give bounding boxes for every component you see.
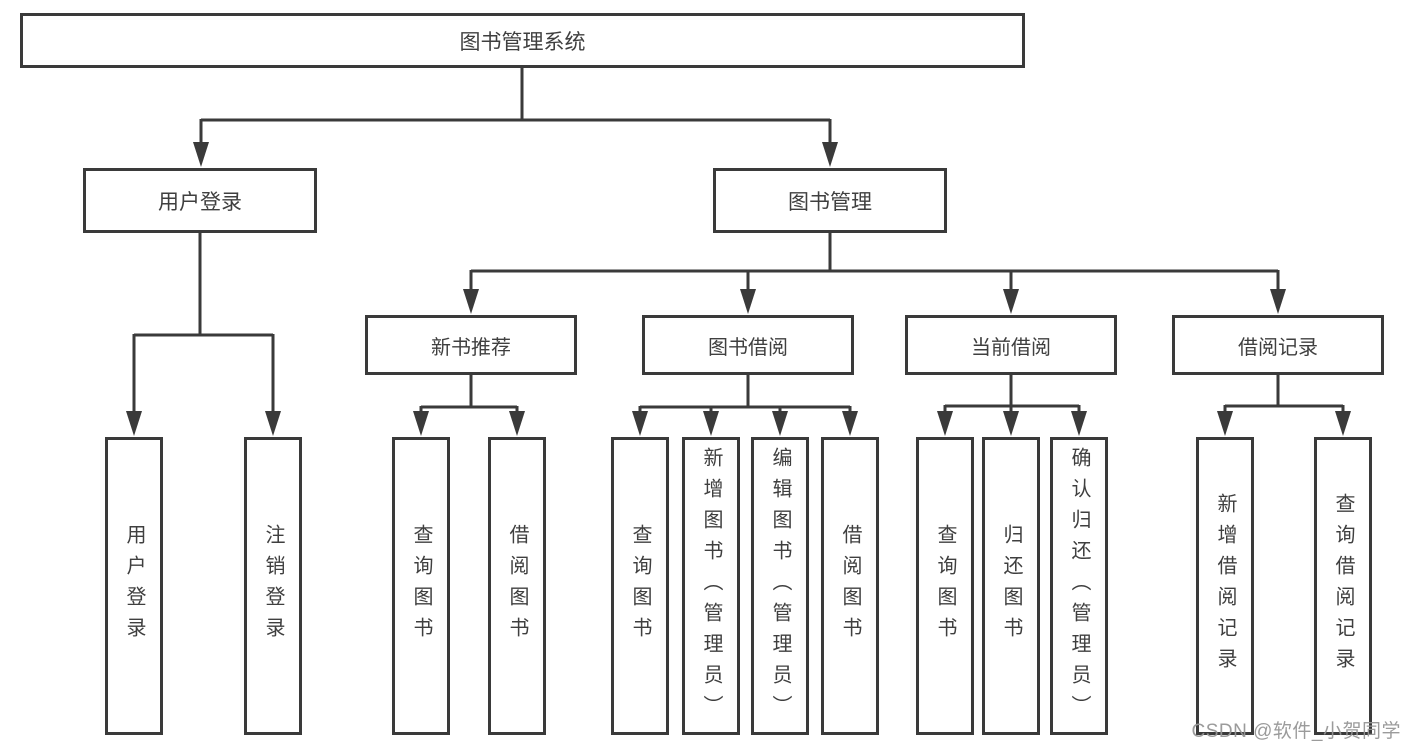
node-label: 图书管理系统 xyxy=(459,30,586,54)
leaf-label: 查询借阅记录 xyxy=(1332,493,1354,679)
node-label: 用户登录 xyxy=(158,190,242,214)
leaf-label: 注销登录 xyxy=(262,524,284,648)
leaf-return-book: 归还图书 xyxy=(982,437,1040,735)
csdn-watermark: CSDN @软件_小贺同学 xyxy=(1191,721,1401,742)
leaf-logout: 注销登录 xyxy=(244,437,302,735)
node-user-login: 用户登录 xyxy=(83,168,317,233)
leaf-query-borrow-record: 查询借阅记录 xyxy=(1314,437,1372,735)
leaf-borrow-book-recommend: 借阅图书 xyxy=(488,437,546,735)
leaf-edit-book-admin: 编辑图书（管理员） xyxy=(751,437,809,735)
leaf-label: 借阅图书 xyxy=(839,524,861,648)
node-label: 图书借阅 xyxy=(708,336,788,359)
leaf-user-login: 用户登录 xyxy=(105,437,163,735)
leaf-label: 新增图书（管理员） xyxy=(700,446,722,726)
leaf-label: 查询图书 xyxy=(410,524,432,648)
node-label: 图书管理 xyxy=(788,190,872,214)
node-label: 借阅记录 xyxy=(1238,336,1318,359)
leaf-label: 查询图书 xyxy=(629,524,651,648)
node-book-management: 图书管理 xyxy=(713,168,947,233)
leaf-label: 确认归还（管理员） xyxy=(1068,446,1090,726)
leaf-query-book-borrow: 查询图书 xyxy=(611,437,669,735)
leaf-query-book-current: 查询图书 xyxy=(916,437,974,735)
leaf-add-borrow-record: 新增借阅记录 xyxy=(1196,437,1254,735)
leaf-query-book-recommend: 查询图书 xyxy=(392,437,450,735)
node-book-borrow: 图书借阅 xyxy=(642,315,854,375)
leaf-label: 编辑图书（管理员） xyxy=(769,446,791,726)
node-library-management-system: 图书管理系统 xyxy=(20,13,1025,68)
leaf-label: 新增借阅记录 xyxy=(1214,493,1236,679)
leaf-borrow-book: 借阅图书 xyxy=(821,437,879,735)
node-new-book-recommend: 新书推荐 xyxy=(365,315,577,375)
leaf-label: 用户登录 xyxy=(123,524,145,648)
leaf-label: 借阅图书 xyxy=(506,524,528,648)
node-label: 当前借阅 xyxy=(971,336,1051,359)
leaf-add-book-admin: 新增图书（管理员） xyxy=(682,437,740,735)
leaf-confirm-return-admin: 确认归还（管理员） xyxy=(1050,437,1108,735)
node-current-borrow: 当前借阅 xyxy=(905,315,1117,375)
node-borrow-records: 借阅记录 xyxy=(1172,315,1384,375)
node-label: 新书推荐 xyxy=(431,336,511,359)
leaf-label: 查询图书 xyxy=(934,524,956,648)
leaf-label: 归还图书 xyxy=(1000,524,1022,648)
